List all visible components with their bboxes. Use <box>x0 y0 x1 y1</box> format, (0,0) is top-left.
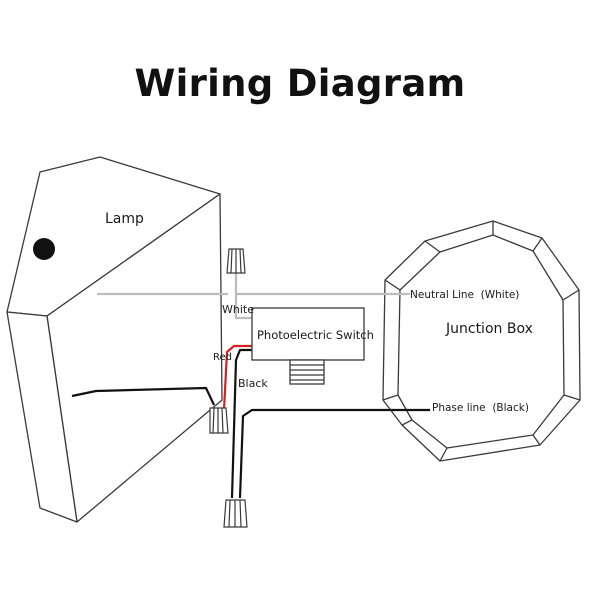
phase-line-label: Phase line (Black) <box>432 402 529 414</box>
lamp-side-face <box>6 311 78 523</box>
junction-box-inner <box>397 234 565 449</box>
diagram-title: Wiring Diagram <box>134 62 466 105</box>
lamp-indicator-dot <box>33 238 55 260</box>
black-wire-label: Black <box>238 377 268 390</box>
wire-nut-bottom <box>223 499 248 528</box>
red-wire-label: Red <box>213 352 232 363</box>
photoelectric-switch-label: Photoelectric Switch <box>257 328 374 342</box>
switch-body <box>251 307 365 361</box>
photoelectric-switch <box>251 307 365 385</box>
junction-box-outer <box>382 220 581 462</box>
switch-black-wire <box>230 348 252 499</box>
junction-box-label: Junction Box <box>445 321 533 337</box>
junction-box <box>382 220 581 462</box>
switch-threaded-base <box>289 359 325 385</box>
white-wire-label: White <box>222 303 254 316</box>
wire-nut-top <box>226 248 246 274</box>
lamp-label: Lamp <box>105 211 144 227</box>
lamp-black-wire <box>71 386 215 406</box>
red-wire <box>222 344 252 411</box>
lamp <box>6 156 223 523</box>
phase-wire <box>238 408 430 499</box>
neutral-line-label: Neutral Line (White) <box>410 289 519 301</box>
neutral-wire <box>97 272 410 320</box>
wire-nut-left <box>209 407 229 434</box>
